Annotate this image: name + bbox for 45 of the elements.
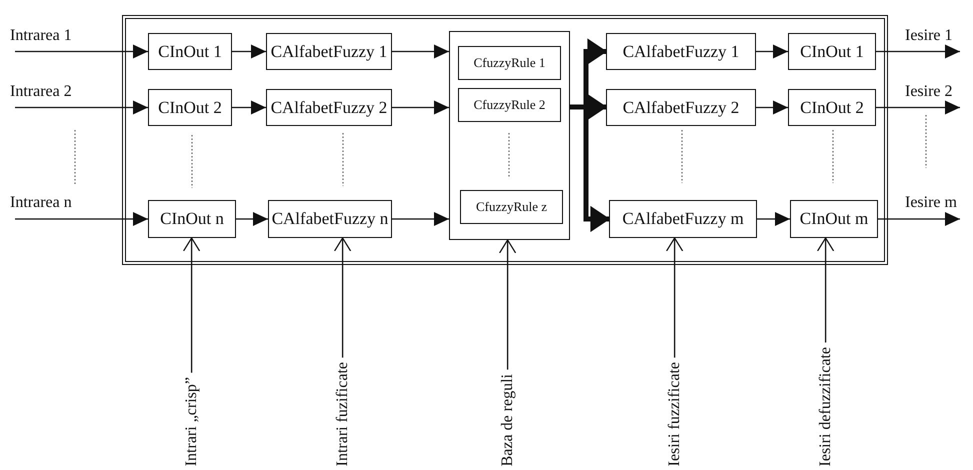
axis-caption: Intrari fuzificate [333,362,352,466]
arrow [878,212,960,226]
axis-caption: Baza de reguli [498,374,518,466]
leader-arrow [666,237,684,358]
class-box: CInOut m [790,200,878,238]
arrow [232,44,266,58]
class-box: CAlfabetFuzzy n [268,200,392,238]
arrow [232,100,266,114]
class-box: CAlfabetFuzzy 2 [266,89,392,126]
edge-label: Intrarea 2 [10,84,72,100]
arrow [392,100,449,114]
class-box: CAlfabetFuzzy 2 [606,89,756,126]
arrow [15,212,148,226]
arrow [876,44,960,58]
edge-label: Intrarea n [10,195,72,211]
edge-label: Iesire 2 [905,84,953,100]
class-box: CAlfabetFuzzy 1 [606,33,756,70]
axis-caption: Intrari „crisp” [182,376,202,466]
class-box: CAlfabetFuzzy m [609,200,757,238]
class-box: CInOut n [148,200,236,238]
arrow [876,100,960,114]
arrow [392,44,449,58]
arrow [15,100,148,114]
rule-base-panel [449,31,570,240]
class-box: CInOut 1 [788,33,876,70]
system-frame [122,15,888,265]
edge-label: Iesire m [905,195,957,211]
class-box: CInOut 2 [788,89,876,126]
arrow [756,100,788,114]
arrow [392,212,449,226]
edge-label: Iesire 1 [905,28,953,44]
arrow [756,44,788,58]
class-box: CInOut 2 [148,89,232,126]
arrow [757,212,790,226]
leader-arrow [817,237,834,343]
axis-caption: Iesiri fuzzificate [665,362,684,466]
leader-arrow [334,237,352,358]
axis-caption: Iesiri defuzzificate [816,346,836,466]
arrow [236,212,268,226]
class-box: CAlfabetFuzzy 1 [266,33,392,70]
leader-arrow [183,237,200,373]
edge-label: Intrarea 1 [10,28,72,44]
arrow [15,44,148,58]
leader-arrow [499,239,516,370]
class-box: CInOut 1 [148,33,232,70]
